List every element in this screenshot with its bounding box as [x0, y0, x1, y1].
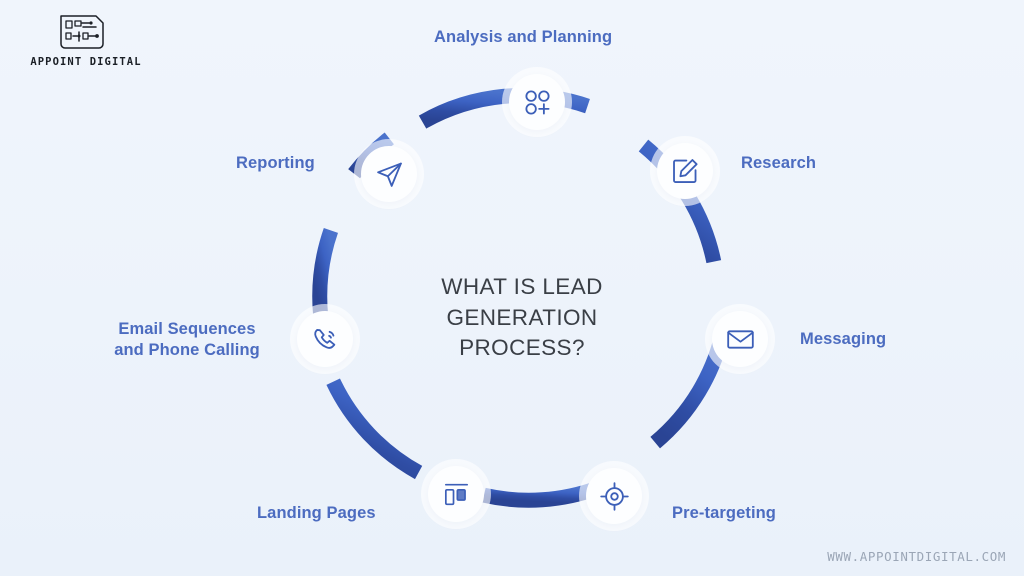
target-icon: [599, 481, 630, 512]
page-title: WHAT IS LEAD GENERATION PROCESS?: [382, 272, 662, 364]
envelope-icon: [725, 324, 756, 355]
website-watermark: WWW.APPOINTDIGITAL.COM: [827, 549, 1006, 564]
dots-plus-icon: [522, 87, 553, 118]
step-label-line-1: Email Sequences: [118, 320, 256, 338]
step-node-email-sequences-and-phone-calling[interactable]: [297, 311, 353, 367]
step-label-analysis-and-planning: Analysis and Planning: [434, 28, 613, 46]
title-line-1: WHAT IS LEAD: [441, 274, 603, 299]
step-node-landing-pages[interactable]: [428, 466, 484, 522]
step-label-reporting: Reporting: [236, 154, 315, 172]
step-label-research: Research: [741, 154, 817, 172]
send-plane-icon: [374, 159, 405, 190]
step-label-email-sequences-and-phone-calling: Email Sequences and Phone Calling: [104, 319, 270, 361]
step-node-research[interactable]: [657, 143, 713, 199]
step-label-messaging: Messaging: [800, 330, 887, 348]
step-node-messaging[interactable]: [712, 311, 768, 367]
brand-name: APPOINT DIGITAL: [30, 56, 142, 68]
layout-icon: [442, 480, 471, 509]
edit-square-icon: [670, 156, 701, 187]
step-node-reporting[interactable]: [361, 146, 417, 202]
brand-logo: APPOINT DIGITAL: [26, 12, 146, 74]
step-label-pre-targeting: Pre-targeting: [672, 504, 776, 522]
step-label-landing-pages: Landing Pages: [257, 504, 376, 522]
step-node-pre-targeting[interactable]: [586, 468, 642, 524]
step-node-analysis-and-planning[interactable]: [509, 74, 565, 130]
phone-call-icon: [310, 324, 341, 355]
circuit-board-icon: [56, 12, 108, 52]
title-line-2: GENERATION PROCESS?: [446, 304, 598, 361]
step-label-line-2: and Phone Calling: [114, 341, 260, 360]
